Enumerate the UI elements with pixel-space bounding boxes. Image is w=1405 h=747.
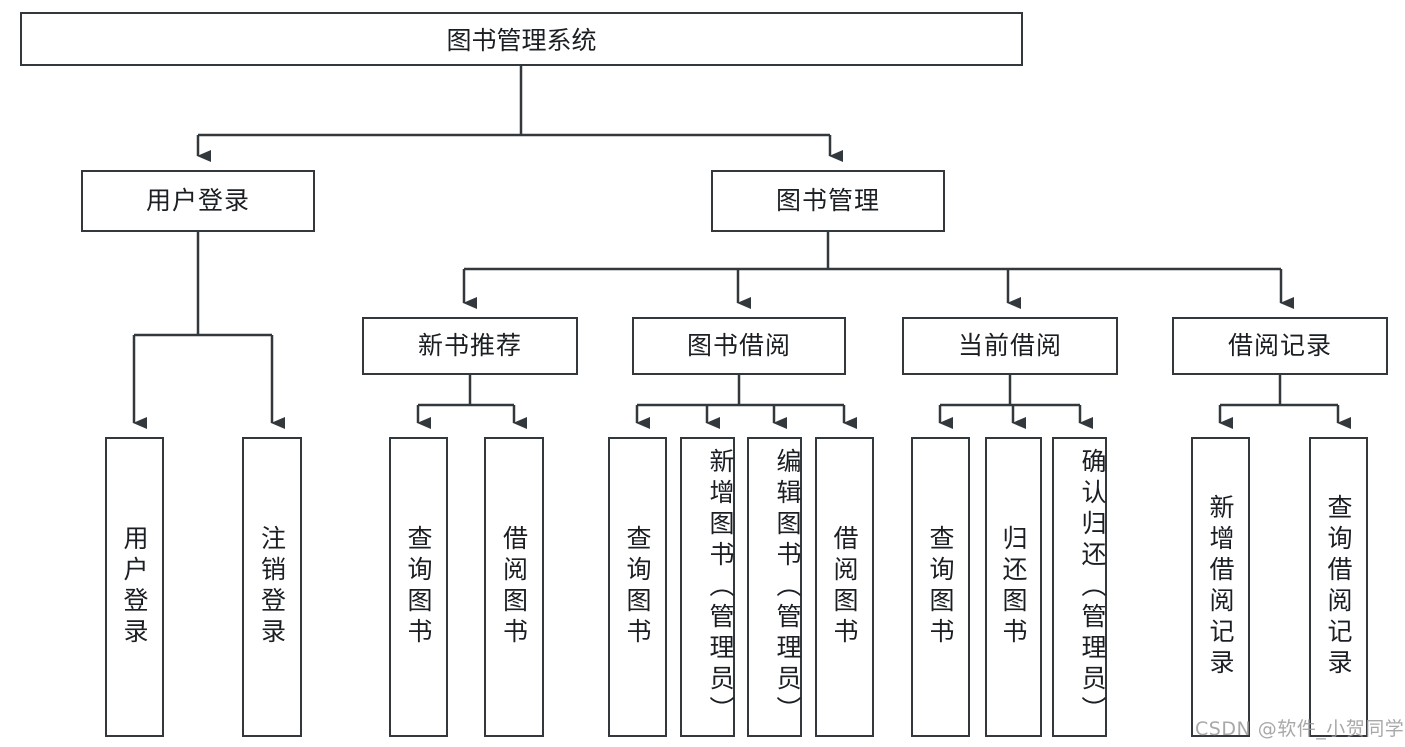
- node-leaf-query-borrow-record[interactable]: 查询借阅记录: [1309, 437, 1368, 737]
- node-user-login[interactable]: 用户登录: [81, 170, 315, 232]
- node-leaf-add-borrow-record[interactable]: 新增借阅记录: [1191, 437, 1250, 737]
- node-leaf-return-book[interactable]: 归还图书: [985, 437, 1042, 737]
- node-leaf-user-login[interactable]: 用户登录: [105, 437, 164, 737]
- node-leaf-confirm-return-admin[interactable]: 确认归还（管理员）: [1052, 437, 1107, 737]
- node-current-borrow[interactable]: 当前借阅: [902, 317, 1118, 375]
- node-leaf-query-book-1[interactable]: 查询图书: [389, 437, 448, 737]
- node-leaf-query-book-2[interactable]: 查询图书: [608, 437, 667, 737]
- node-leaf-logout-login[interactable]: 注销登录: [242, 437, 302, 737]
- node-book-management[interactable]: 图书管理: [711, 170, 945, 232]
- node-leaf-borrow-book-1[interactable]: 借阅图书: [484, 437, 544, 737]
- csdn-watermark: CSDN @软件_小贺同学: [1195, 718, 1405, 740]
- node-leaf-edit-book-admin[interactable]: 编辑图书（管理员）: [747, 437, 802, 737]
- node-borrow-record[interactable]: 借阅记录: [1172, 317, 1388, 375]
- node-leaf-add-book-admin[interactable]: 新增图书（管理员）: [680, 437, 735, 737]
- node-new-book-recommend[interactable]: 新书推荐: [362, 317, 578, 375]
- node-leaf-query-book-3[interactable]: 查询图书: [911, 437, 970, 737]
- node-leaf-borrow-book-2[interactable]: 借阅图书: [815, 437, 874, 737]
- node-book-borrow[interactable]: 图书借阅: [632, 317, 846, 375]
- node-root[interactable]: 图书管理系统: [20, 12, 1023, 66]
